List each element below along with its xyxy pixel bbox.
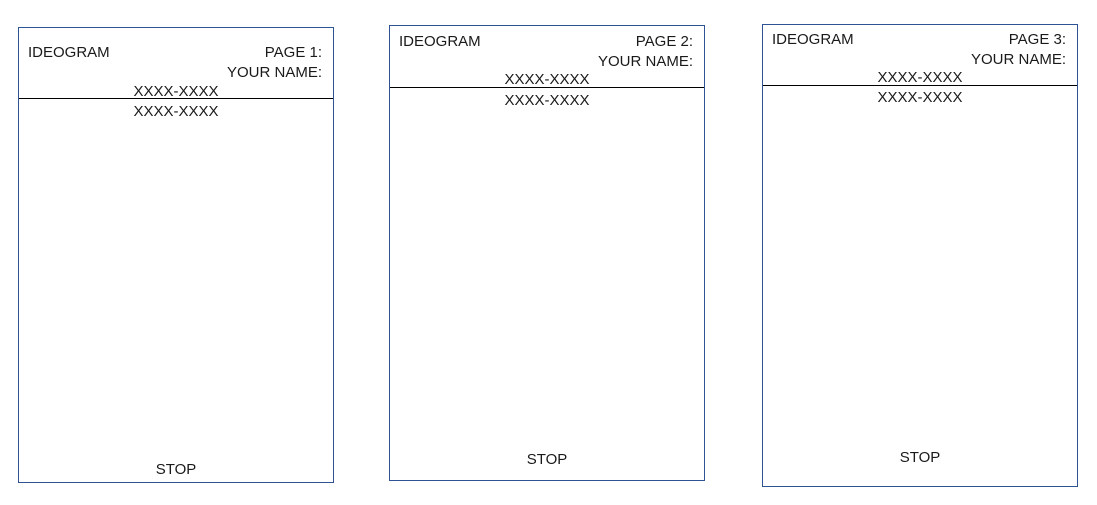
page-card-1-stop-label: STOP (155, 461, 197, 478)
page-card-2-code-bottom: XXXX-XXXX (504, 92, 590, 109)
page-card-3-stop-label: STOP (899, 449, 941, 466)
page-card-1: IDEOGRAM PAGE 1: YOUR NAME: XXXX-XXXX XX… (18, 27, 334, 483)
page-card-1-title: IDEOGRAM (28, 44, 110, 61)
page-card-3-title: IDEOGRAM (772, 31, 854, 48)
page-card-3-name-label: YOUR NAME: (970, 51, 1066, 68)
page-card-2-divider (390, 87, 704, 88)
page-card-3-code-bottom: XXXX-XXXX (877, 89, 963, 106)
page-card-1-code-top: XXXX-XXXX (133, 83, 219, 100)
page-card-3-code-top: XXXX-XXXX (877, 69, 963, 86)
page-card-2-code-top: XXXX-XXXX (504, 71, 590, 88)
page-card-2-name-label: YOUR NAME: (597, 53, 693, 70)
page-card-2: IDEOGRAM PAGE 2: YOUR NAME: XXXX-XXXX XX… (389, 25, 705, 481)
page-card-3: IDEOGRAM PAGE 3: YOUR NAME: XXXX-XXXX XX… (762, 24, 1078, 487)
page-card-2-title: IDEOGRAM (399, 33, 481, 50)
page-card-1-code-bottom: XXXX-XXXX (133, 103, 219, 120)
page-card-3-divider (763, 85, 1077, 86)
page-card-2-page-label: PAGE 2: (635, 33, 693, 50)
page-card-2-stop-label: STOP (526, 451, 568, 468)
page-card-1-page-label: PAGE 1: (264, 44, 322, 61)
page-card-1-name-label: YOUR NAME: (226, 64, 322, 81)
page-card-3-page-label: PAGE 3: (1008, 31, 1066, 48)
page-card-1-divider (19, 98, 333, 99)
